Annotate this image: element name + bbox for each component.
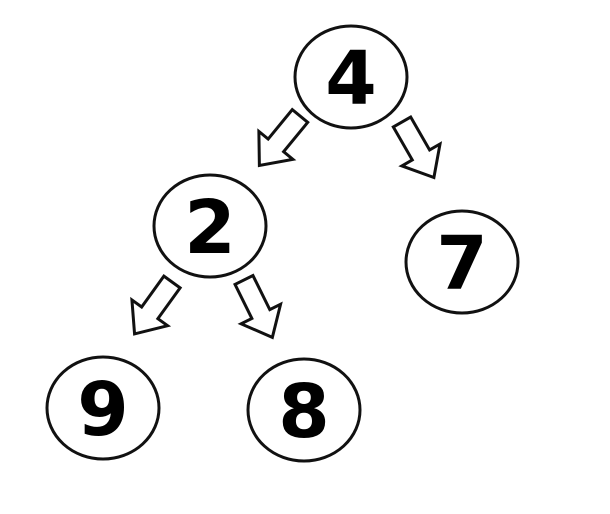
node-circle (404, 209, 520, 315)
node-circle (293, 24, 409, 130)
tree-node-4: 4 (293, 24, 409, 130)
edge-arrow-4-to-2 (257, 107, 310, 168)
edge-arrow-2-to-9 (130, 274, 183, 336)
node-circle (246, 357, 362, 463)
node-label: 2 (184, 185, 236, 271)
edge-arrow-4-to-7 (391, 114, 443, 180)
node-circle (152, 173, 268, 279)
tree-node-8: 8 (246, 357, 362, 463)
tree-node-7: 7 (404, 209, 520, 315)
node-label: 4 (325, 36, 377, 122)
tree-node-2: 2 (152, 173, 268, 279)
edges (130, 107, 443, 340)
edge-arrow-2-to-8 (233, 273, 283, 340)
node-label: 8 (278, 369, 330, 455)
node-circle (45, 355, 161, 461)
node-label: 9 (77, 367, 129, 453)
node-label: 7 (436, 221, 488, 307)
tree-node-9: 9 (45, 355, 161, 461)
